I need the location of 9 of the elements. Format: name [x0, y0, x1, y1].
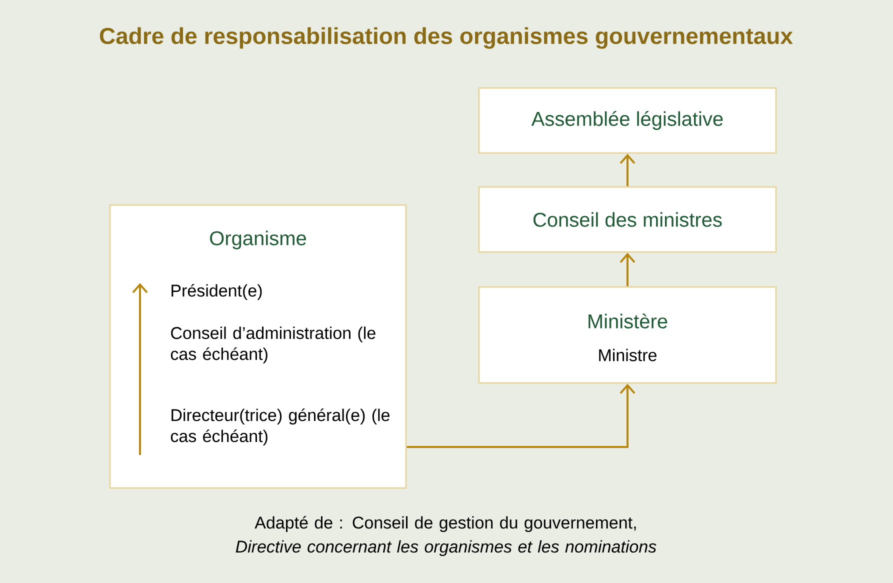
arrow [620, 154, 636, 186]
assembly-box: Assemblée législative [478, 87, 777, 154]
title: Cadre de responsabilisation des organismes gouvernementaux [100, 27, 793, 49]
caption: Adapté de : Conseil de gestion du gouvernement, Directive concernant les organismes et les nominations [236, 516, 656, 556]
arrow [406, 384, 636, 448]
council-box: Conseil des ministres [478, 186, 777, 253]
arrow [620, 252, 636, 286]
organization-box: Organisme Président(e) Conseil d’administration (le cas échéant) Directeur(trice) général(e) (le cas échéant) [109, 204, 407, 489]
ministry-box: Ministère Ministre [478, 286, 777, 384]
